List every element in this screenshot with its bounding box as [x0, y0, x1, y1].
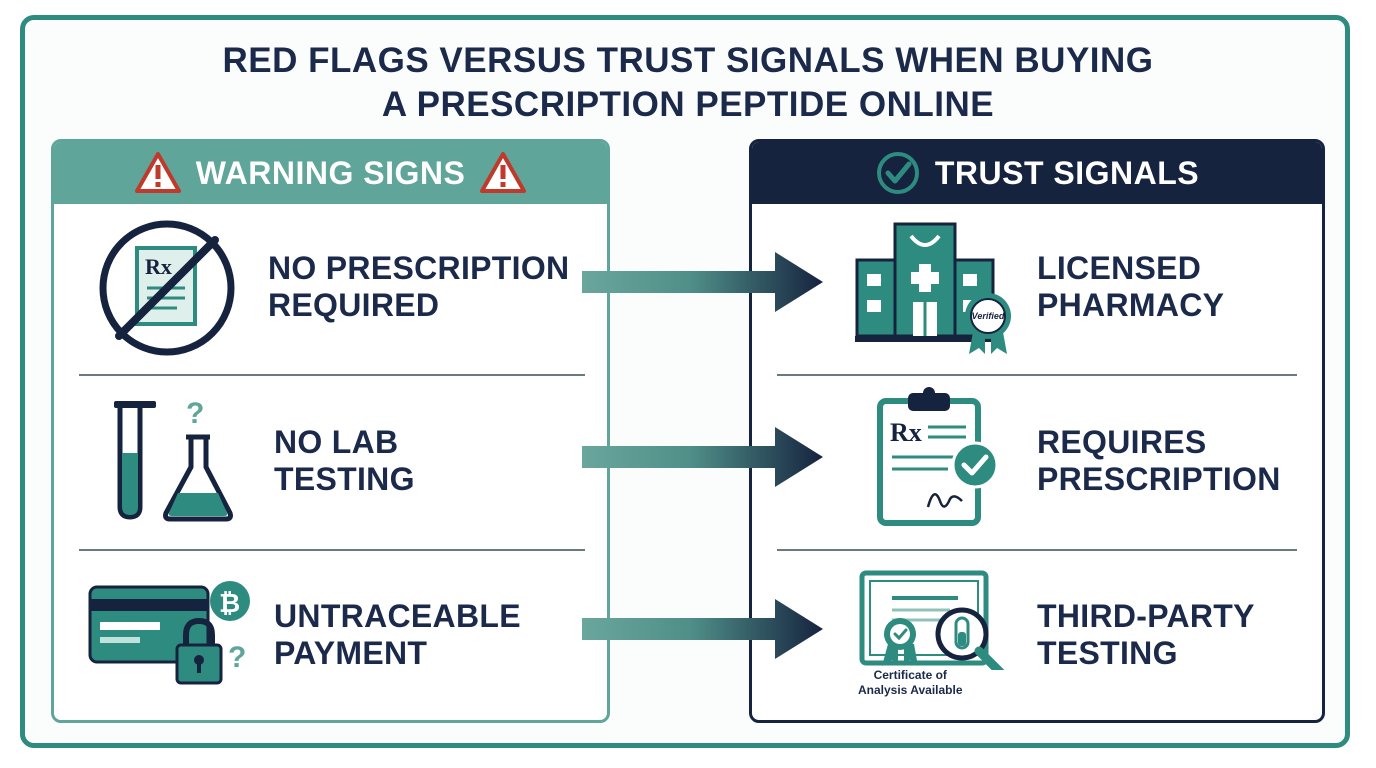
question-mark-glyph: ?: [186, 397, 204, 430]
arrow-right-icon: [582, 252, 823, 312]
row-divider: [79, 374, 585, 376]
arrow-right-icon: [582, 599, 823, 659]
warning-triangle-icon: [134, 152, 181, 193]
clipboard-prescription-icon: Rx: [877, 387, 999, 526]
card-bitcoin-lock-icon: ₿ ?: [88, 581, 250, 685]
title-line-2: A PRESCRIPTION PEPTIDE ONLINE: [381, 85, 995, 124]
trust-signals-header: TRUST SIGNALS: [752, 142, 1322, 204]
check-circle-icon: [876, 152, 919, 194]
warning-triangle-icon: [480, 152, 527, 193]
trust-signals-heading: TRUST SIGNALS: [934, 154, 1200, 191]
no-prescription-icon: Rx: [99, 220, 235, 356]
rx-glyph: Rx: [145, 254, 172, 279]
certificate-magnifier-icon: [859, 570, 1005, 670]
bitcoin-glyph: ₿: [219, 589, 240, 619]
rx-glyph: Rx: [890, 418, 922, 447]
pharmacy-building-icon: Verified: [855, 222, 1011, 354]
row-divider: [777, 374, 1297, 376]
verified-badge: Verified: [972, 311, 1005, 321]
row-divider: [79, 549, 585, 551]
title-line-1: RED FLAGS VERSUS TRUST SIGNALS WHEN BUYI…: [222, 41, 1154, 80]
warning-signs-header: WARNING SIGNS: [54, 142, 607, 204]
row-divider: [777, 549, 1297, 551]
trust-signals-panel: TRUST SIGNALS: [749, 139, 1325, 723]
coa-caption: Certificate of Analysis Available: [858, 668, 963, 697]
question-mark-glyph: ?: [228, 641, 246, 674]
lab-glassware-icon: ?: [114, 397, 233, 522]
arrow-right-icon: [582, 427, 823, 487]
warning-signs-heading: WARNING SIGNS: [195, 154, 466, 191]
